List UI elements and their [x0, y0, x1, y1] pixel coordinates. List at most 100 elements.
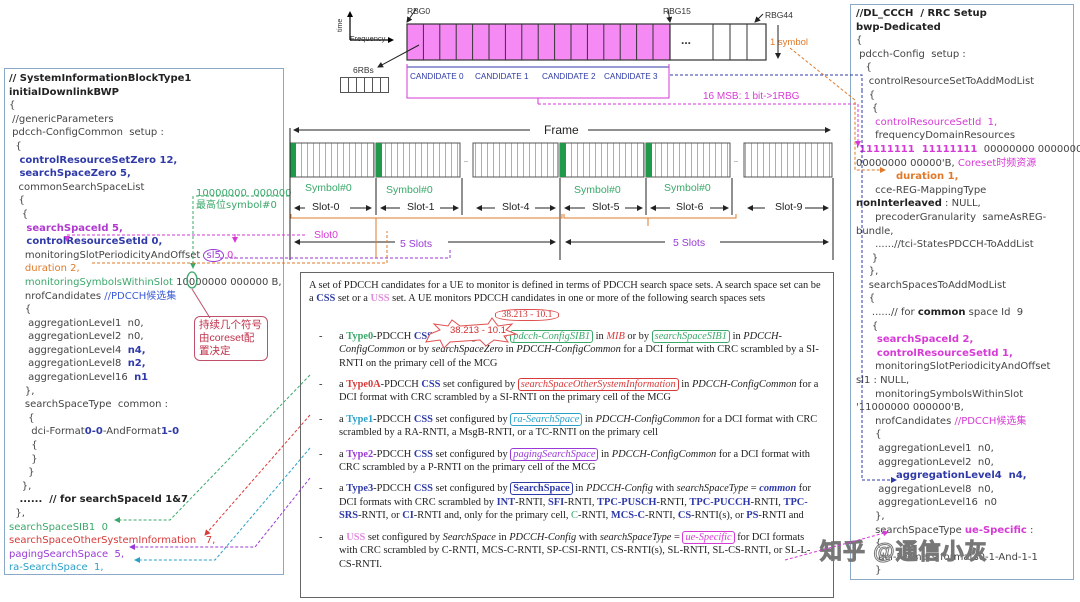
duration-line: duration 2, [9, 263, 80, 275]
rrc-setup-title: //DL_CCCH / RRC Setup [856, 8, 987, 19]
coreset-id-line-2: controlResourceSetId 1, [856, 347, 1013, 359]
al1-line: aggregationLevel1 n0, [856, 443, 994, 454]
mib-term: MIB [606, 330, 625, 342]
symbol0-label: Symbol#0 [664, 182, 711, 194]
code-line: }, [9, 480, 32, 492]
text-span: CI [402, 510, 414, 522]
intro-text: A set of PDCCH candidates for a UE to mo… [309, 280, 821, 305]
spec-ref: 38.213 - 10.1 [494, 308, 560, 321]
msws-label: monitoringSymbolsWithinSlot [9, 276, 173, 288]
duration-note: 持续几个符号 由coreset配 置决定 [194, 316, 268, 361]
rbg-ellipsis: ... [681, 33, 692, 47]
text-span: in [503, 344, 517, 356]
text-span: TPC-PUSCH [597, 496, 657, 508]
text-span: set configured by [365, 531, 443, 543]
text-span: in [678, 379, 692, 391]
al16-line: aggregationLevel16 n0 [856, 497, 997, 509]
coreset-id-line: controlResourceSetId 1, [856, 116, 998, 128]
paging-searchspace-box: pagingSearchSpace [510, 447, 599, 461]
sstype-line: searchSpaceType ue-Specific : [856, 524, 1068, 538]
text-span: PDCCH-Config [509, 531, 577, 543]
searchspace-box: SearchSpace [510, 482, 573, 496]
one-symbol-label: 1 symbol [770, 37, 809, 48]
fdr-line: frequencyDomainResources [856, 130, 1016, 142]
text-span: PDCCH-ConfigCommon [691, 379, 797, 391]
msws-line: monitoringSymbolsWithinSlot 10000000 000… [9, 276, 282, 290]
sstype-colon: : [1026, 524, 1034, 536]
frequency-axis-label: Frequency [350, 34, 386, 43]
al8-line: aggregationLevel8 n2, [9, 357, 279, 371]
axes-icon [347, 11, 394, 43]
type0a-item: -a Type0A-PDCCH CSS set configured by se… [309, 378, 825, 405]
spec-ref-badge: 38.213 - 10.1 [229, 308, 825, 322]
code-line: monitoringSymbolsWithinSlot [856, 388, 1024, 400]
code-line: //genericParameters [9, 113, 114, 125]
symbol0-label: Symbol#0 [305, 182, 352, 194]
slot-label: Slot-4 [502, 201, 530, 213]
fdr-ones: '11111111 11111111 [856, 143, 978, 155]
code-line: bundle, [856, 225, 894, 237]
code-line: } [9, 467, 35, 479]
al4-line: aggregationLevel4 n4, [896, 470, 1027, 482]
text-span: a [339, 413, 347, 425]
text-span: searchSpaceZero [431, 344, 504, 356]
common-b: common [917, 307, 966, 319]
text-span: C [571, 510, 578, 522]
dci-c: -AndFormat [102, 426, 161, 438]
rbg0-label: RBG0 [407, 6, 431, 16]
code-line: { [9, 140, 22, 152]
code-line: sl1 : NULL, [856, 375, 910, 387]
noninterleaved-line: nonInterleaved : NULL, [856, 197, 1068, 211]
slot-label: Slot-0 [312, 201, 340, 213]
type1-item: -a Type1-PDCCH CSS set configured by ra-… [309, 412, 825, 440]
code-line: { [856, 293, 876, 305]
text-span: set configured by [432, 413, 511, 425]
six-rbs-label: 6RBs [353, 65, 374, 75]
sstype-value: ue-Specific [964, 524, 1027, 536]
sstype-label: searchSpaceType [856, 524, 965, 536]
nrof-label: nrofCandidates [856, 415, 952, 427]
more-searchspaces-line: ...... // for searchSpaceId 1&7 [9, 494, 188, 506]
text-span: or by [404, 344, 432, 356]
pdcch-configsib1-box: pdcch-ConfigSIB1 [510, 329, 594, 343]
fdr-line2: 00000000 00000'B, Coreset时频资源 [856, 157, 1068, 171]
symbol-msb-note: 最高位symbol#0 [196, 200, 277, 211]
six-rbs-grid [340, 77, 389, 93]
bullet-dash: - [319, 448, 323, 460]
bullet-dash: - [319, 379, 323, 391]
code-line: commonSearchSpaceList [9, 181, 145, 193]
svg-text:..: .. [464, 157, 468, 164]
al16-value: n1 [134, 372, 149, 384]
code-line: pdcch-Config setup : [856, 48, 966, 60]
candidate-0: CANDIDATE 0 [410, 72, 464, 81]
six-rbs-box [340, 77, 390, 93]
code-line: { [856, 62, 872, 74]
spec-ref-text: 38.213 - 10.1 [450, 325, 506, 336]
text-span: PDCCH-ConfigCommon [516, 344, 621, 356]
frame-label: Frame [544, 123, 579, 137]
uss-label: USS [346, 531, 366, 543]
text-span: CSS [413, 483, 433, 495]
fdr-zeros: 00000000 00000000 [977, 143, 1080, 155]
slot-label: Slot-9 [775, 201, 803, 213]
rbg-bar: ... [406, 23, 768, 61]
coreset-id-line: controlResourceSetId 0, [9, 236, 163, 248]
code-line: }, [856, 510, 885, 522]
al4-value: n4, [127, 344, 146, 356]
text-span: -PDCCH [373, 330, 414, 342]
text-span: -PDCCH [373, 483, 414, 495]
text-span: -RNTI, [644, 510, 678, 522]
text-span: for a DCI format with CRC scrambled by a… [339, 379, 819, 404]
text-span: a [339, 448, 347, 460]
common-a: ......// for [856, 307, 918, 319]
nrof-line: nrofCandidates //PDCCH候选集 [856, 415, 1068, 429]
candidate-1: CANDIDATE 1 [475, 72, 529, 81]
code-line: { [9, 440, 38, 452]
text-span: set configured by [432, 448, 511, 460]
noninterleaved-value: : NULL, [941, 198, 981, 210]
text-span: CS [677, 510, 692, 522]
al2-line: aggregationLevel2 n0, [856, 456, 994, 468]
nrof-label: nrofCandidates [9, 290, 102, 302]
time-frequency-axes: time Frequency [337, 10, 400, 46]
code-line: ......//tci-StatesPDCCH-ToAddList [856, 239, 1034, 251]
